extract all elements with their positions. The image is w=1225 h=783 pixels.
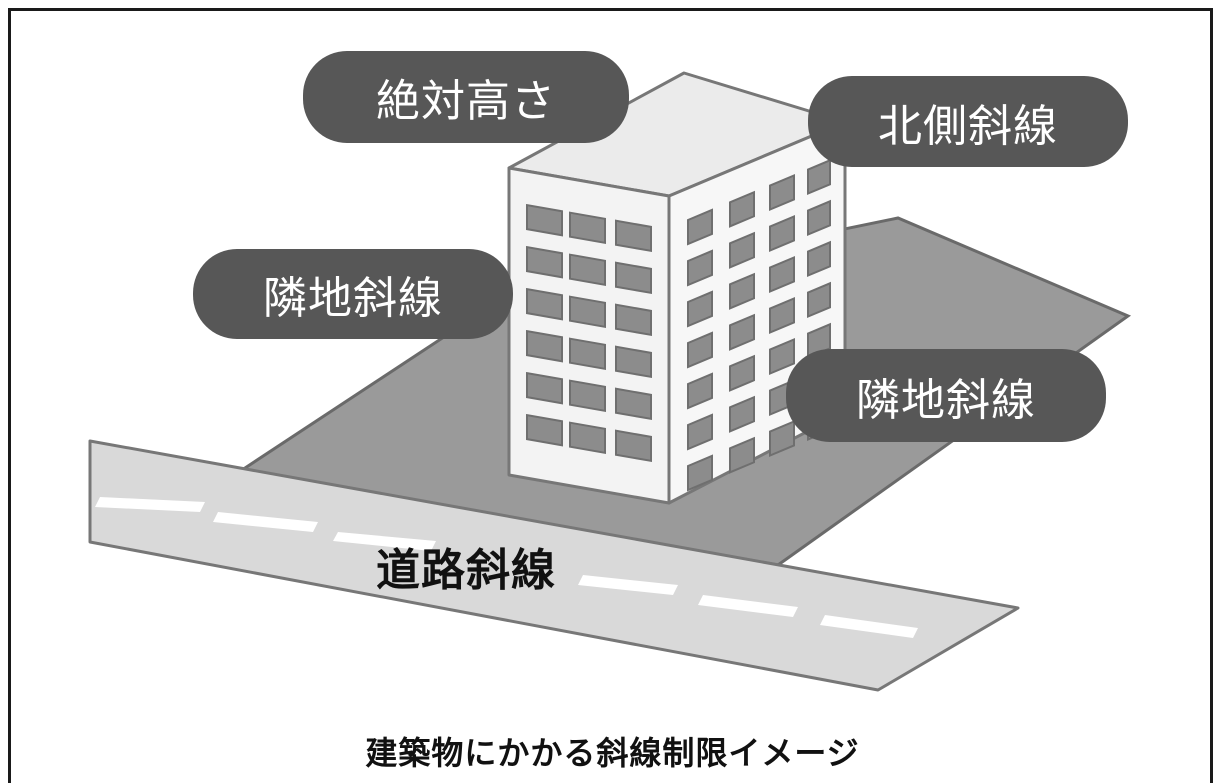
front-windows: [526, 203, 652, 463]
label-north-slope: 北側斜線: [808, 76, 1128, 167]
window: [687, 372, 713, 410]
window: [569, 421, 606, 454]
window: [769, 296, 795, 335]
figure-caption: 建築物にかかる斜線制限イメージ: [365, 734, 860, 772]
window: [807, 240, 831, 278]
window: [569, 211, 606, 244]
window: [615, 387, 652, 421]
window: [615, 429, 652, 463]
window: [687, 454, 713, 492]
window: [526, 371, 563, 405]
window: [769, 255, 795, 294]
window: [769, 173, 795, 212]
window: [729, 395, 755, 433]
window: [615, 261, 652, 295]
window: [769, 419, 795, 458]
window: [687, 331, 713, 369]
road-center-dashes: [95, 497, 918, 638]
window: [526, 329, 563, 363]
window: [807, 281, 831, 319]
window: [687, 413, 713, 451]
window: [569, 253, 606, 286]
window: [526, 203, 563, 237]
window: [769, 214, 795, 253]
window: [687, 290, 713, 328]
label-absolute-height: 絶対高さ: [303, 51, 629, 143]
window: [526, 413, 563, 447]
window: [615, 303, 652, 337]
label-adjacent-slope-right: 隣地斜線: [786, 349, 1106, 442]
window: [769, 337, 795, 376]
window: [729, 231, 755, 269]
window: [526, 245, 563, 279]
window: [807, 158, 831, 196]
window: [729, 436, 755, 474]
window: [526, 287, 563, 321]
label-adjacent-slope-left: 隣地斜線: [193, 249, 513, 339]
window: [729, 190, 755, 228]
window: [569, 337, 606, 370]
window: [807, 199, 831, 237]
window: [687, 208, 713, 246]
window: [729, 354, 755, 392]
window: [615, 345, 652, 379]
road: [88, 439, 1020, 692]
figure-frame: [8, 8, 1213, 783]
window: [729, 313, 755, 351]
label-road-slope: 道路斜線: [376, 545, 556, 596]
window: [569, 379, 606, 412]
window: [615, 219, 652, 253]
window: [569, 295, 606, 328]
window: [729, 272, 755, 310]
window: [687, 249, 713, 287]
